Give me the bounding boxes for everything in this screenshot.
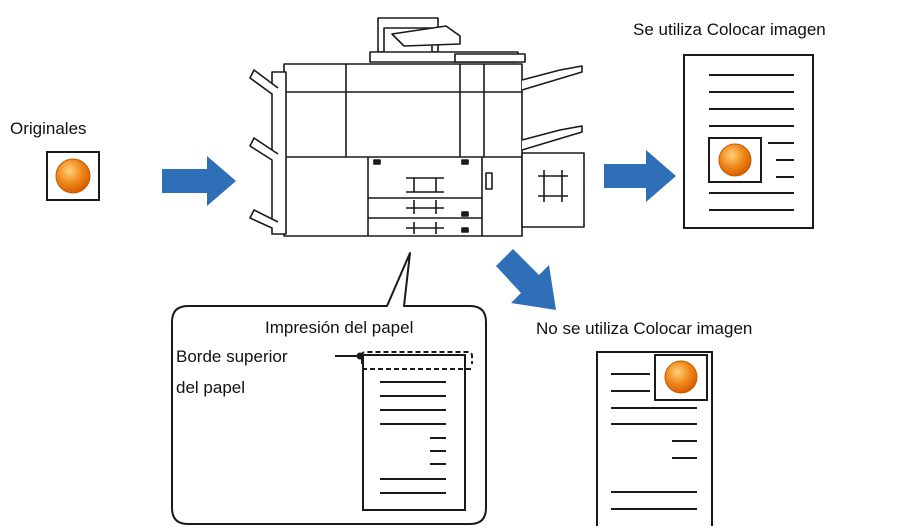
with-image-send-label: Se utiliza Colocar imagen [633, 20, 826, 39]
multifunction-printer-icon [249, 17, 585, 237]
right-arrow-icon [604, 150, 676, 202]
paper-print-label: Impresión del papel [265, 318, 414, 337]
output-page-with-image-send [683, 54, 814, 229]
without-image-send-label: No se utiliza Colocar imagen [536, 319, 753, 338]
leader-line [335, 352, 364, 360]
paper-page-icon [361, 351, 473, 511]
diagonal-arrow-icon [496, 249, 556, 310]
original-document-icon [46, 151, 100, 201]
originals-label: Originales [10, 119, 87, 138]
paper-top-edge-label-line1: Borde superior [176, 347, 288, 366]
paper-top-edge-label-line2: del papel [176, 378, 246, 397]
image-icon [664, 360, 698, 394]
right-arrow-icon [162, 156, 236, 206]
image-icon [718, 143, 752, 177]
